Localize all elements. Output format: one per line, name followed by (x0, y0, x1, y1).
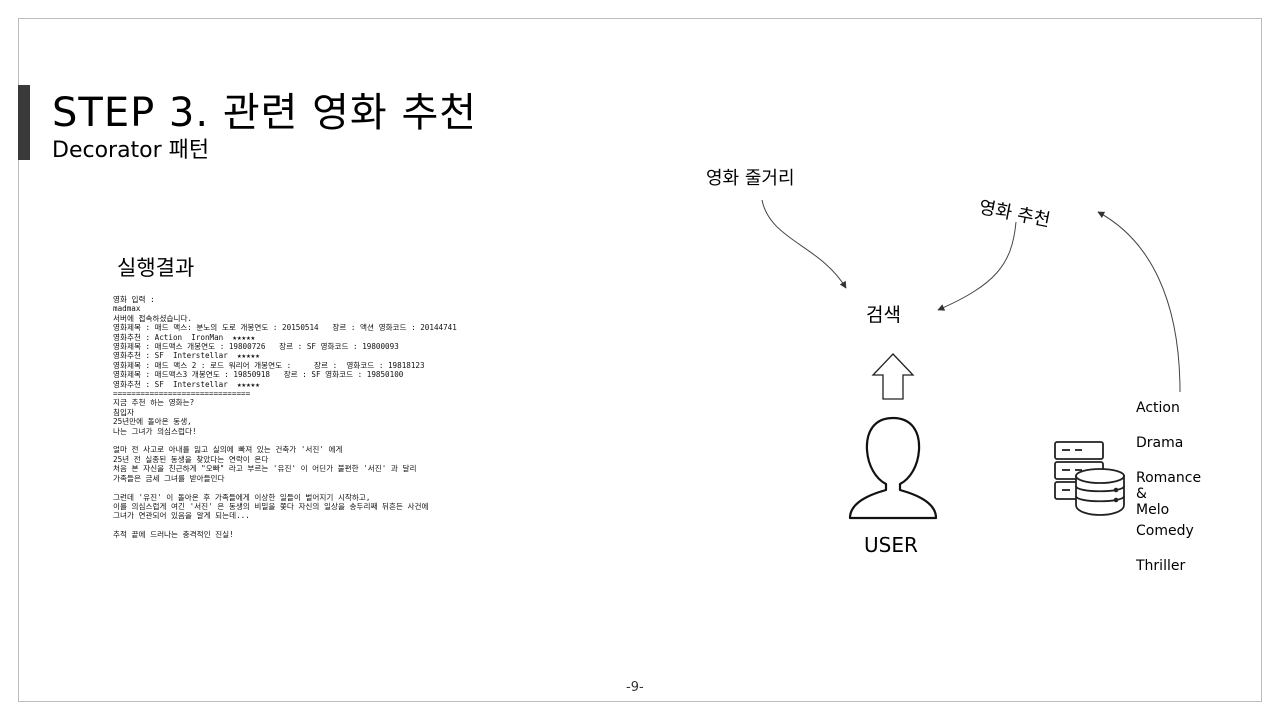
genre-item: Action (1136, 400, 1180, 416)
slide-frame (18, 18, 1262, 702)
console-line: 침입자 (113, 407, 134, 417)
genre-item: Drama (1136, 435, 1184, 451)
console-line: 서버에 접속하셨습니다. (113, 313, 193, 323)
console-line: ============================== (113, 389, 251, 399)
console-line: 추적 끝에 드러나는 충격적인 진실! (113, 530, 234, 540)
console-line: 영화제목 : 매드 맥스 2 : 로드 워리어 개봉연도 : 장르 : 영화코드… (113, 360, 425, 370)
console-line: 그런데 '유진' 이 돌아온 후 가족들에게 이상한 일들이 벌어지기 시작하고… (113, 492, 371, 502)
console-line: 처음 본 자신을 친근하게 "오빠" 라고 부르는 '유진' 이 어딘가 불편한… (113, 464, 417, 474)
console-line: 영화추천 : SF Interstellar ★★★★★ (113, 379, 260, 389)
console-line: 25년 전 실종된 동생을 찾았다는 연락이 온다 (113, 454, 269, 464)
console-line: 영화제목 : 매드맥스3 개봉연도 : 19850918 장르 : SF 영화코… (113, 370, 404, 380)
console-line: 그녀가 연관되어 있음을 알게 되는데... (113, 511, 250, 521)
genre-item: Thriller (1136, 558, 1186, 574)
genre-item: Romance & Melo (1136, 470, 1202, 518)
search-label: 검색 (866, 304, 901, 326)
console-line: 지금 추천 하는 영화는? (113, 398, 195, 408)
console-line: 영화제목 : 매드맥스 개봉연도 : 19800726 장르 : SF 영화코드… (113, 342, 399, 352)
console-line: 영화추천 : SF Interstellar ★★★★★ (113, 351, 260, 361)
slide-title: STEP 3. 관련 영화 추천 (52, 90, 478, 136)
console-line: 가족들은 금세 그녀를 받아들인다 (113, 473, 225, 483)
user-label: USER (864, 533, 918, 557)
console-line: 나는 그녀가 의심스럽다! (113, 426, 197, 436)
console-line (113, 483, 593, 492)
title-accent-bar (18, 85, 30, 160)
console-line: 영화 입력 : (113, 295, 155, 304)
genre-item: Comedy (1136, 523, 1194, 539)
slide-subtitle: Decorator 패턴 (52, 138, 210, 163)
console-line: 얼마 전 사고로 아내를 잃고 실의에 빠져 있는 건축가 '서진' 에게 (113, 445, 343, 455)
console-line: 이를 의심스럽게 여긴 '서진' 은 동생의 비밀을 쫓다 자신의 일상을 송두… (113, 501, 429, 511)
console-line: 영화추천 : Action IronMan ★★★★★ (113, 332, 256, 342)
result-heading: 실행결과 (117, 256, 195, 280)
plot-label: 영화 줄거리 (706, 168, 795, 189)
console-line: 25년만에 돌아온 동생, (113, 417, 192, 427)
page-number: -9- (626, 680, 644, 695)
console-line: 영화제목 : 매드 맥스: 분노의 도로 개봉연도 : 20150514 장르 … (113, 323, 457, 333)
console-line: madmax (113, 304, 141, 314)
console-line (113, 521, 593, 530)
